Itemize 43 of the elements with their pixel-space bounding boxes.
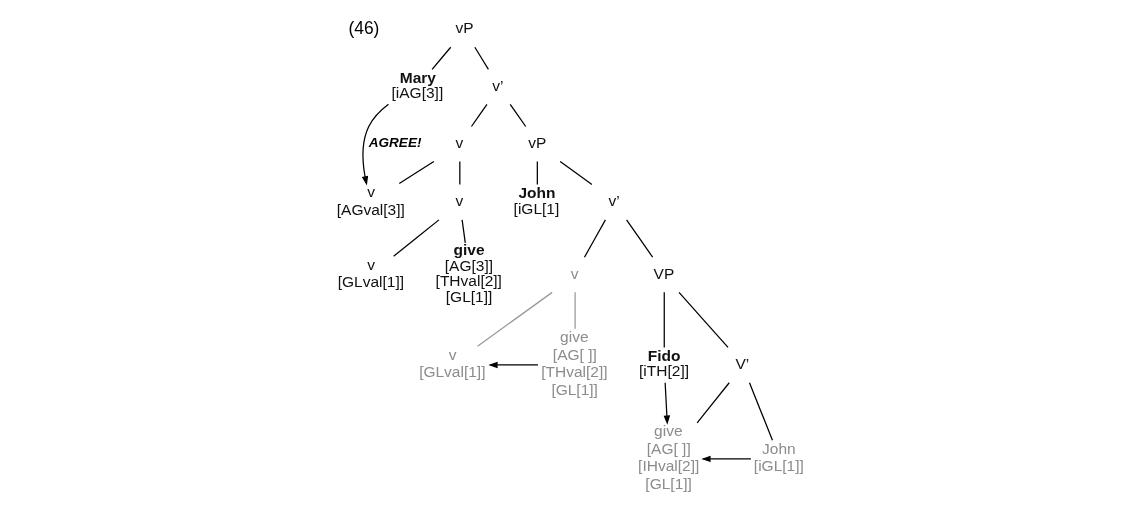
node-text: v [AGval[3]] bbox=[336, 183, 405, 218]
node-text: v bbox=[455, 191, 464, 209]
node-text: Fido [iTH[2]] bbox=[639, 346, 690, 380]
connector bbox=[474, 46, 490, 70]
arrow bbox=[361, 103, 390, 186]
node-text: vP bbox=[528, 133, 547, 151]
node-text: v’ bbox=[608, 191, 620, 209]
node-text: give [AG[ ]] [THval[2]] [GL[1]] bbox=[541, 328, 608, 398]
connector bbox=[476, 291, 553, 347]
connector bbox=[461, 219, 466, 244]
node-text: give [AG[ ]] [IHval[2]] [GL[1]] bbox=[638, 422, 700, 492]
connector bbox=[696, 382, 730, 424]
node-text: v bbox=[570, 264, 579, 282]
connector bbox=[509, 103, 527, 128]
connector bbox=[625, 219, 654, 258]
arrow bbox=[663, 382, 671, 425]
connector bbox=[663, 291, 665, 349]
node-text: John [iGL[1] bbox=[513, 184, 560, 217]
node-text: v’ bbox=[492, 76, 504, 94]
connector bbox=[393, 219, 440, 257]
connector bbox=[398, 160, 435, 185]
connector bbox=[678, 291, 729, 349]
connector bbox=[459, 160, 461, 186]
connector bbox=[431, 46, 452, 70]
node-text: Mary [iAG[3]] bbox=[391, 68, 444, 102]
connector bbox=[574, 291, 576, 330]
label: (46) bbox=[348, 17, 380, 38]
node-text: VP bbox=[653, 264, 675, 282]
connector bbox=[470, 103, 488, 128]
node-text: V’ bbox=[735, 354, 750, 372]
connector bbox=[748, 382, 774, 441]
node-text: vP bbox=[455, 19, 474, 37]
connector bbox=[559, 160, 593, 186]
arrow bbox=[701, 455, 752, 463]
edge-label: AGREE! bbox=[368, 134, 422, 150]
node-text: give [AG[3]] [THval[2]] [GL[1]] bbox=[435, 241, 502, 305]
node-text: v [GLval[1]] bbox=[419, 345, 486, 381]
arrow bbox=[488, 361, 539, 369]
node-text: v bbox=[455, 133, 464, 151]
node-text: John [iGL[1]] bbox=[753, 439, 804, 475]
node-text: v [GLval[1]] bbox=[337, 255, 405, 291]
connector bbox=[583, 219, 607, 258]
connector bbox=[536, 160, 538, 186]
